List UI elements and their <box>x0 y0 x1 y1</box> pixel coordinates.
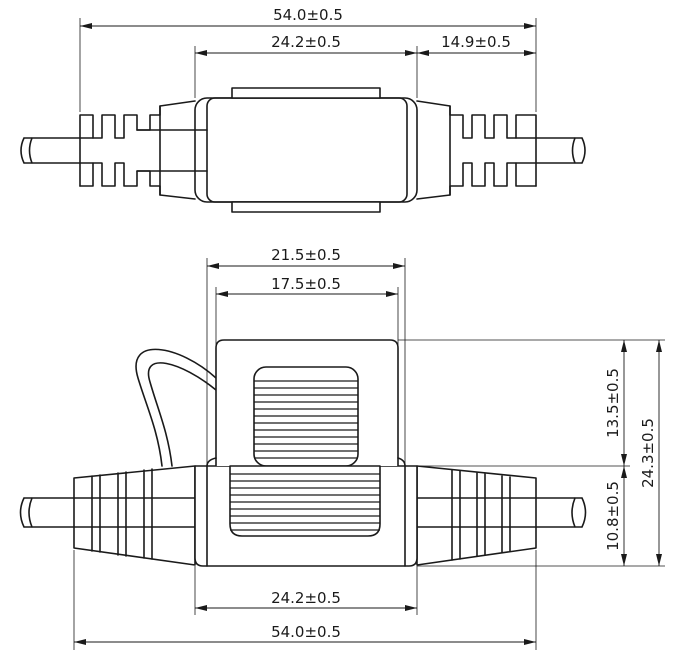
bottom-left-wire <box>19 497 75 528</box>
base-grip <box>229 465 381 537</box>
base-height-label: 10.8±0.5 <box>604 481 622 551</box>
bottom-left-boot <box>73 465 196 566</box>
cover-grip <box>253 366 359 467</box>
top-overall-length-label: 54.0±0.5 <box>273 6 343 24</box>
bottom-overall-length-dimension: 54.0±0.5 <box>73 550 537 650</box>
base-height-dimension: 10.8±0.5 <box>604 466 627 566</box>
top-body-length-dimension: 24.2±0.5 14.9±0.5 <box>194 33 536 98</box>
cover-height-label: 13.5±0.5 <box>604 368 622 438</box>
left-wire <box>20 137 81 164</box>
bottom-view: 21.5±0.5 17.5±0.5 13.5±0.5 <box>19 246 665 650</box>
bottom-right-boot <box>416 465 537 566</box>
left-boot <box>79 100 196 200</box>
cover-inner-width-label: 17.5±0.5 <box>271 275 341 293</box>
total-height-label: 24.3±0.5 <box>639 418 657 488</box>
top-view: 54.0±0.5 24.2±0.5 14.9±0.5 <box>20 6 586 213</box>
right-wire <box>535 137 586 164</box>
cover-height-dimension: 13.5±0.5 <box>604 340 627 466</box>
top-side-length-label: 14.9±0.5 <box>441 33 511 51</box>
bottom-body-length-dimension: 24.2±0.5 <box>194 566 418 615</box>
top-body-length-label: 24.2±0.5 <box>271 33 341 51</box>
cover-outer-width-label: 21.5±0.5 <box>271 246 341 264</box>
right-boot <box>416 100 537 200</box>
bottom-body-length-label: 24.2±0.5 <box>271 589 341 607</box>
cover-inner-width-dimension: 17.5±0.5 <box>215 275 399 345</box>
total-height-dimension: 24.3±0.5 <box>639 340 662 566</box>
top-overall-length-dimension: 54.0±0.5 <box>79 6 537 112</box>
top-body <box>194 87 418 213</box>
bottom-overall-length-label: 54.0±0.5 <box>271 623 341 641</box>
bottom-right-wire <box>535 497 587 528</box>
wire-loop <box>135 348 217 467</box>
cover-outer-width-dimension: 21.5±0.5 <box>206 246 406 470</box>
